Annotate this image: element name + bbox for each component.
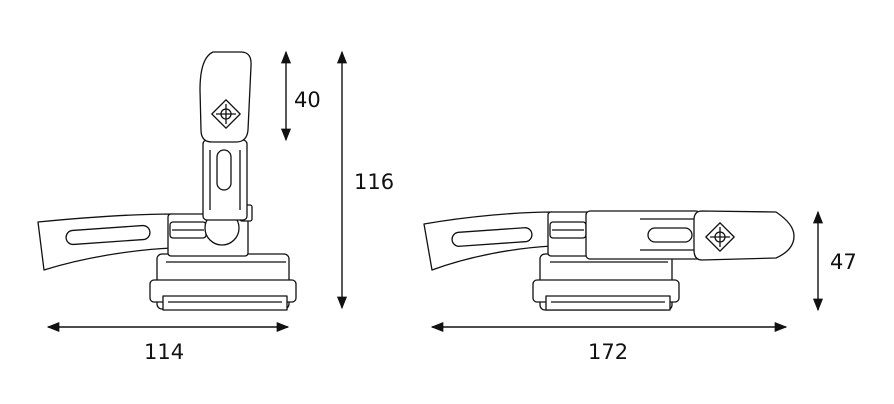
logo-diamond-icon (705, 222, 735, 252)
lever-handle (199, 51, 252, 143)
dimension-label-lever: 40 (294, 88, 321, 112)
logo-diamond-icon (211, 99, 241, 129)
dimension-label-width-left: 114 (144, 340, 185, 364)
buckle-view-open (423, 210, 795, 311)
dimension-label-height-left: 116 (354, 170, 395, 194)
buckle-view-closed (37, 51, 297, 311)
strap-slot (451, 227, 533, 247)
base-plate (545, 295, 671, 311)
lever-slot (647, 227, 693, 243)
base-plate (162, 295, 288, 311)
dimension-label-width-right: 172 (588, 340, 629, 364)
strap-slot (65, 224, 151, 246)
lever-slot (216, 149, 232, 191)
dimension-label-height-right: 47 (830, 250, 857, 274)
